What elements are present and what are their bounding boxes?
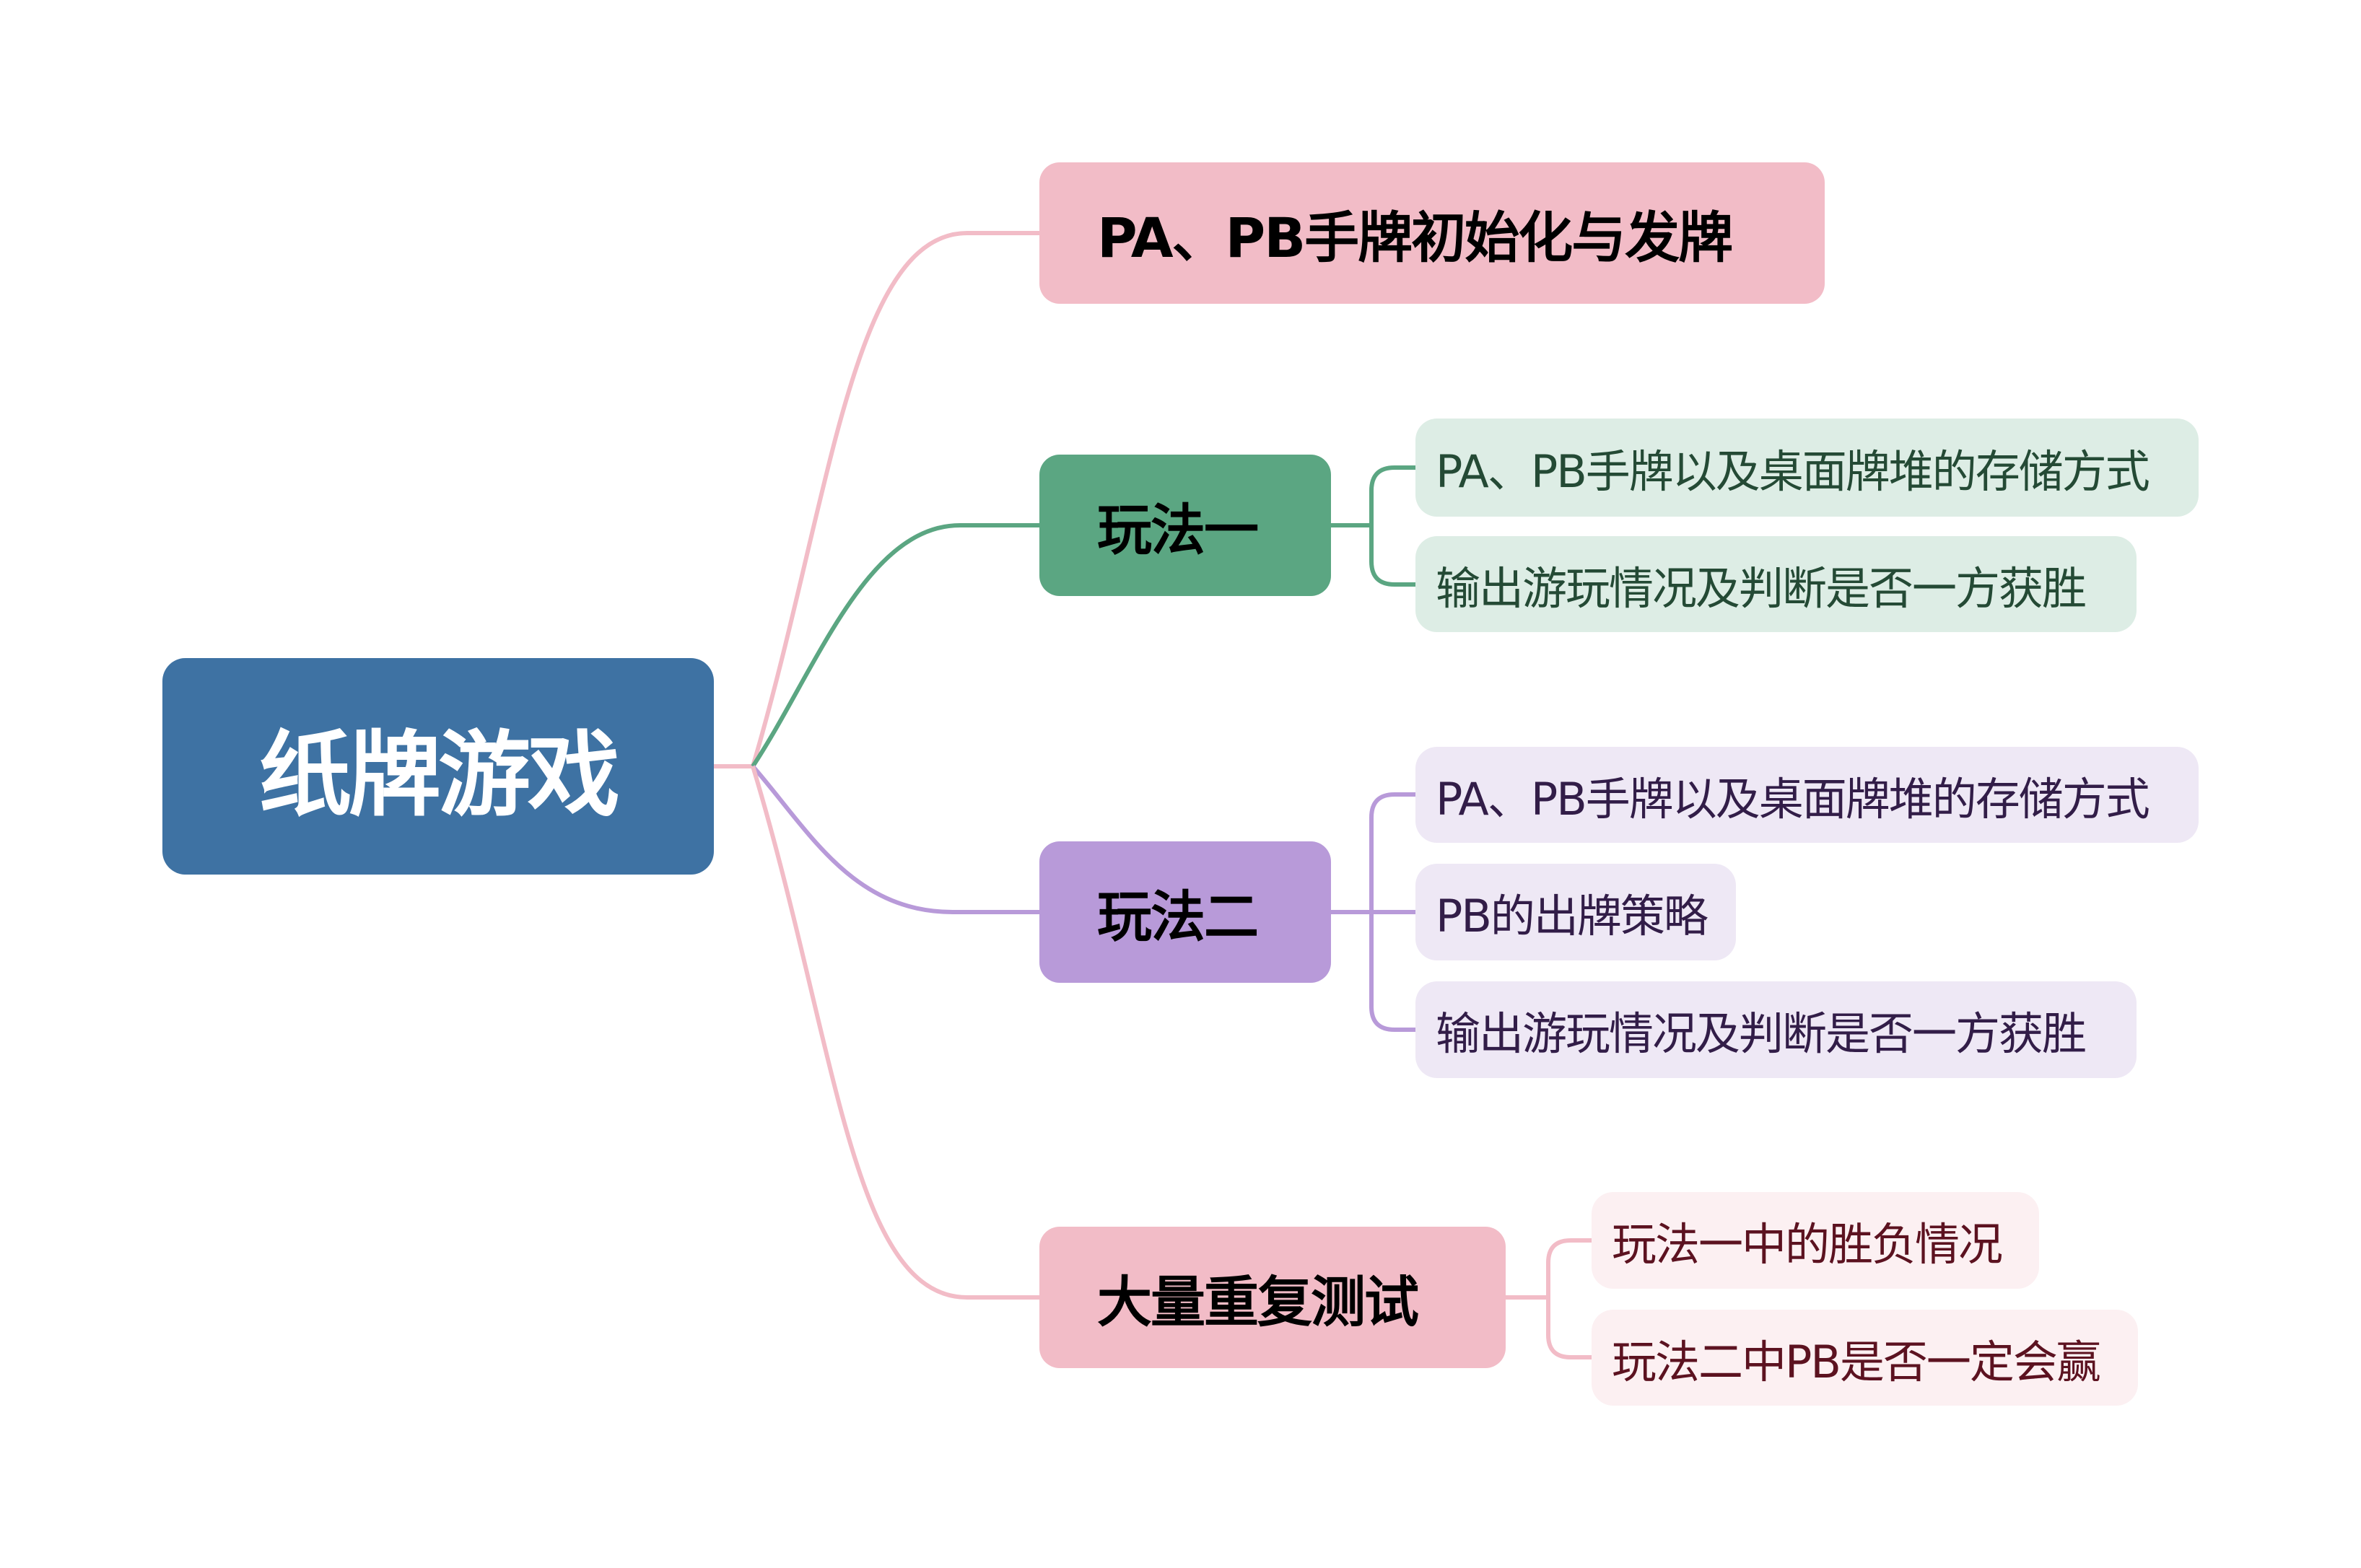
leaf-node-mode-two-pb-win[interactable]: 玩法二中PB是否一定会赢 — [1592, 1310, 2138, 1406]
link-branch-4 — [751, 766, 1039, 1300]
branch-label: 玩法一 — [1097, 498, 1259, 562]
leaf-node-mode-one-output[interactable]: 输出游玩情况及判断是否一方获胜 — [1415, 536, 2137, 632]
branch-node-repeat-test[interactable]: 大量重复测试 — [1039, 1227, 1506, 1368]
leaf-label: 玩法一中的胜负情况 — [1612, 1218, 2003, 1271]
branch-node-mode-one[interactable]: 玩法一 — [1039, 455, 1331, 596]
link-green-leaf-1 — [1369, 465, 1415, 525]
link-branch-3 — [751, 765, 1039, 914]
root-node[interactable]: 纸牌游戏 — [162, 658, 714, 875]
branch-node-mode-two[interactable]: 玩法二 — [1039, 841, 1331, 983]
leaf-label: 输出游玩情况及判断是否一方获胜 — [1436, 1007, 2087, 1060]
leaf-label: PA、PB手牌以及桌面牌堆的存储方式 — [1436, 772, 2150, 825]
leaf-label: 玩法二中PB是否一定会赢 — [1612, 1335, 2101, 1388]
root-label: 纸牌游戏 — [258, 721, 620, 829]
link-pink-leaf-2 — [1546, 1297, 1592, 1359]
leaf-node-mode-one-storage[interactable]: PA、PB手牌以及桌面牌堆的存储方式 — [1415, 419, 2199, 517]
branch-node-init-deal[interactable]: PA、PB手牌初始化与发牌 — [1039, 162, 1825, 304]
leaf-label: PB的出牌策略 — [1436, 890, 1708, 942]
link-branch-2 — [751, 523, 1039, 768]
branch-label: PA、PB手牌初始化与发牌 — [1097, 206, 1733, 270]
leaf-label: PA、PB手牌以及桌面牌堆的存储方式 — [1436, 445, 2150, 498]
link-purple-leaf-1 — [1369, 792, 1415, 912]
link-purple-leaf-3 — [1369, 912, 1415, 1032]
branch-label: 玩法二 — [1097, 885, 1259, 949]
leaf-label: 输出游玩情况及判断是否一方获胜 — [1436, 561, 2087, 615]
branch-label: 大量重复测试 — [1097, 1270, 1419, 1334]
leaf-node-mode-two-storage[interactable]: PA、PB手牌以及桌面牌堆的存储方式 — [1415, 747, 2199, 843]
leaf-node-mode-two-output[interactable]: 输出游玩情况及判断是否一方获胜 — [1415, 981, 2137, 1078]
leaf-node-mode-two-strategy[interactable]: PB的出牌策略 — [1415, 864, 1736, 960]
link-green-leaf-2 — [1369, 525, 1415, 587]
link-pink-leaf-1 — [1546, 1238, 1592, 1297]
leaf-node-mode-one-result[interactable]: 玩法一中的胜负情况 — [1592, 1192, 2039, 1289]
link-branch-1 — [751, 231, 1039, 767]
